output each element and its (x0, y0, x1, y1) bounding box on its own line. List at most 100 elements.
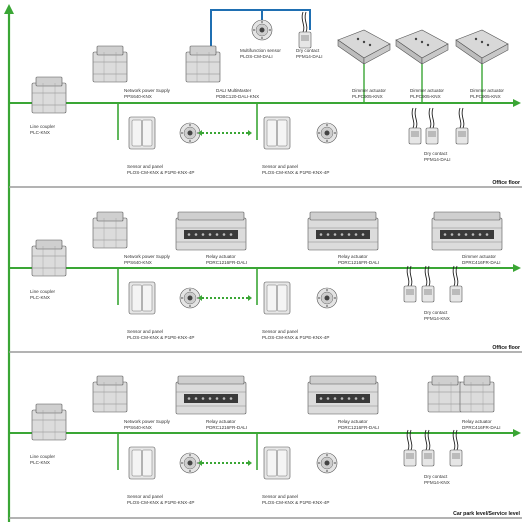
dimmer-name: Dimmer actuator (470, 88, 504, 93)
dimmer-name: Dimmer actuator (462, 254, 496, 259)
dry-contact-device (449, 429, 463, 467)
power-supply-device (92, 211, 128, 249)
line-coupler-device (31, 403, 67, 441)
link-arrow-icon (248, 460, 252, 466)
floor-label: Car park level/Service level (453, 511, 520, 517)
presence-sensor (316, 287, 338, 309)
power-name: Network power Supply (124, 254, 171, 259)
presence-sensor (316, 122, 338, 144)
backbone-arrow-icon (4, 4, 14, 14)
dimmer-device (455, 29, 509, 65)
coupler-ref: PLC-KNX (30, 460, 50, 465)
wall-panel (263, 446, 291, 480)
dali-ref: PDBC120-DALI-KNX (216, 94, 259, 99)
bus-arrow-icon (513, 429, 521, 437)
relay-actuator-device (175, 375, 247, 415)
dry-ref: PFM14-KNX (424, 316, 450, 321)
dry-contact-device (421, 265, 435, 303)
coupler-name: Line coupler (30, 124, 55, 129)
sensor-a-ref: PLOS-CM-KNX & P1PE-KNX-4P (127, 335, 194, 340)
sensor-a-ref: PLOS-CM-KNX & P1PE-KNX-4P (127, 500, 194, 505)
sensor-b-name: Sensor and panel (262, 494, 298, 499)
dimmer-name: Dimmer actuator (352, 88, 386, 93)
multifunction-sensor-device (251, 19, 273, 41)
coupler-name: Line coupler (30, 454, 55, 459)
link-arrow-icon (198, 295, 202, 301)
dimmer-device (395, 29, 449, 65)
coupler-ref: PLC-KNX (30, 130, 50, 135)
relay-actuator-device (307, 211, 379, 251)
link-arrow-icon (248, 295, 252, 301)
line-coupler-device (31, 76, 67, 114)
power-supply-device (92, 45, 128, 83)
dry-name: Dry contact (424, 474, 448, 479)
coupler-ref: PLC-KNX (30, 295, 50, 300)
relay2-name: Relay actuator (338, 254, 368, 259)
wall-panel (128, 116, 156, 150)
dry-contact-device (408, 107, 422, 145)
multi-name: Multifunction sensor (240, 48, 281, 53)
relay2-ref: PDRC1216FR-DALI (338, 425, 379, 430)
sensor-a-name: Sensor and panel (127, 494, 163, 499)
dry-contact-device (455, 107, 469, 145)
relay3-name: Relay actuator (462, 419, 492, 424)
relay-actuator-device (459, 375, 495, 413)
power-ref: PPS640-KNX (124, 94, 152, 99)
drytop-name: Dry contact (296, 48, 320, 53)
relay2-ref: PDRC1216FR-DALI (338, 260, 379, 265)
dimmer-ref: PLPC905-KNX (470, 94, 501, 99)
presence-sensor (179, 122, 201, 144)
dry-contact-device (421, 429, 435, 467)
power-name: Network power Supply (124, 88, 171, 93)
dry-name: Dry contact (424, 151, 448, 156)
link-arrow-icon (198, 130, 202, 136)
presence-sensor (179, 452, 201, 474)
power-name: Network power Supply (124, 419, 171, 424)
relay3-ref: DPRC416FR-DALI (462, 425, 501, 430)
relay1-ref: PDRC1216FR-DALI (206, 425, 247, 430)
relay1-name: Relay actuator (206, 419, 236, 424)
presence-sensor (179, 287, 201, 309)
relay-actuator-device (427, 375, 463, 413)
bus-arrow-icon (513, 264, 521, 272)
sensor-a-ref: PLOS-CM-KNX & P1PE-KNX-4P (127, 170, 194, 175)
dry-contact-device (425, 107, 439, 145)
section-car-park-level: Line coupler PLC-KNX Network power Suppl… (9, 375, 522, 519)
dali-name: DALI MultiMaster (216, 88, 252, 93)
relay-actuator-device (307, 375, 379, 415)
floor-label: Office floor (492, 345, 520, 351)
relay1-ref: PDRC1216FR-DALI (206, 260, 247, 265)
dry-ref: PFM14-DALI (424, 157, 451, 162)
power-ref: PPS640-KNX (124, 425, 152, 430)
section-office-floor-1: Line coupler PLC-KNX Network power Suppl… (9, 9, 522, 188)
bus-arrow-icon (513, 99, 521, 107)
sensor-b-ref: PLOS-CM-KNX & P1PE-KNX-4P (262, 170, 329, 175)
relay1-name: Relay actuator (206, 254, 236, 259)
wall-panel (263, 116, 291, 150)
wall-panel (128, 281, 156, 315)
dimmer-ref: DPRC416FR-DALI (462, 260, 501, 265)
dimmer-device (337, 29, 391, 65)
dry-contact-device (403, 265, 417, 303)
sensor-b-name: Sensor and panel (262, 329, 298, 334)
sensor-b-name: Sensor and panel (262, 164, 298, 169)
power-ref: PPS640-KNX (124, 260, 152, 265)
wall-panel (128, 446, 156, 480)
dimmer-ref: PLPC905-KNX (352, 94, 383, 99)
coupler-name: Line coupler (30, 289, 55, 294)
section-office-floor-2: Line coupler PLC-KNX Network power Suppl… (9, 211, 522, 353)
dali-line (210, 9, 311, 46)
presence-sensor (316, 452, 338, 474)
multi-ref: PLOS-CM-DALI (240, 54, 273, 59)
relay-actuator-device (175, 211, 247, 251)
sensor-b-ref: PLOS-CM-KNX & P1PE-KNX-4P (262, 500, 329, 505)
drytop-ref: PFM14-DALI (296, 54, 323, 59)
link-arrow-icon (248, 130, 252, 136)
wall-panel (263, 281, 291, 315)
dali-multimaster-device (185, 45, 221, 83)
dry-contact-device (403, 429, 417, 467)
sensor-a-name: Sensor and panel (127, 164, 163, 169)
floor-label: Office floor (492, 180, 520, 186)
link-arrow-icon (198, 460, 202, 466)
dimmer-name: Dimmer actuator (410, 88, 444, 93)
